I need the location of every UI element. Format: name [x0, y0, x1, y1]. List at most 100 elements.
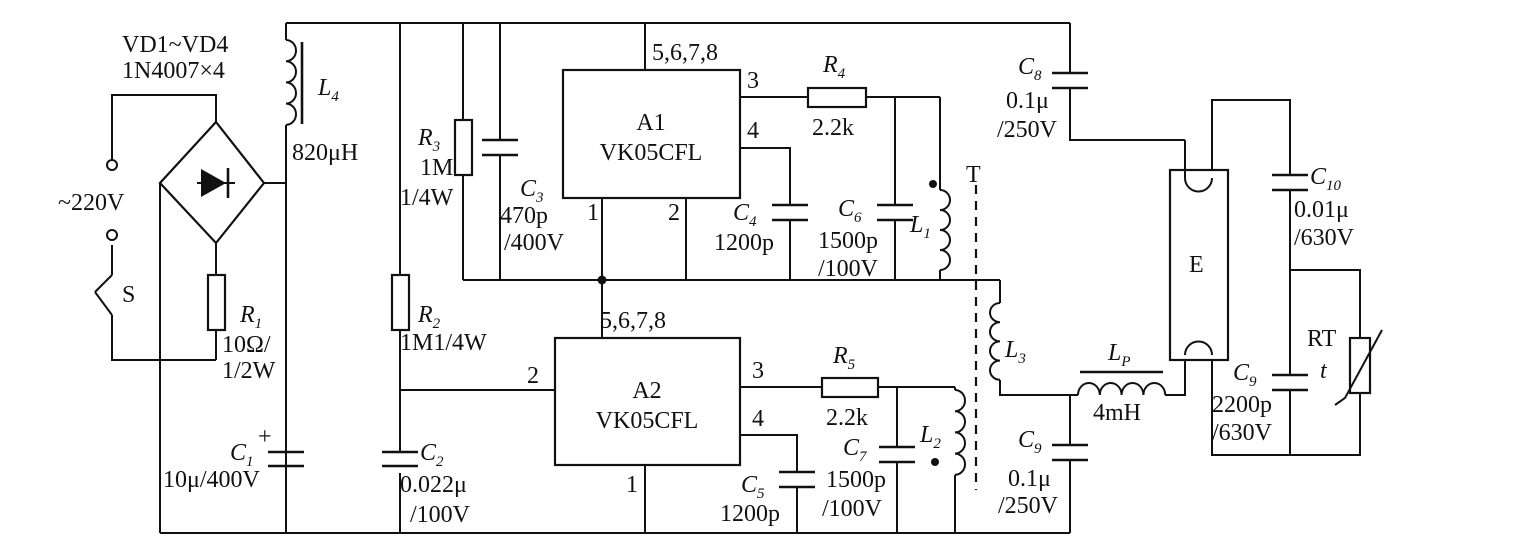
l4-value: 820μH — [292, 140, 358, 166]
ic-a1: A1 VK05CFL 5,6,7,8 1 2 3 4 — [561, 40, 759, 226]
c2-value1: 0.022μ — [400, 472, 467, 498]
resistor-r5: R5 2.2k — [820, 343, 880, 431]
ic-a2: A2 VK05CFL 5,6,7,8 2 1 3 4 — [527, 308, 764, 498]
lamp-name: E — [1189, 252, 1204, 278]
diode-icon — [201, 169, 226, 197]
inductor-lp: LP 4mH — [1077, 340, 1167, 426]
c9b-value2: /630V — [1212, 420, 1273, 446]
c2-value2: /100V — [410, 502, 471, 528]
resistor-r3: R3 1M 1/4W — [400, 118, 474, 211]
a2-pins-top: 5,6,7,8 — [600, 308, 666, 334]
inductor-l3: L3 — [989, 302, 1026, 381]
r1-name: R1 — [239, 302, 262, 332]
lamp-filament-top — [1184, 177, 1213, 193]
l3-name: L3 — [1004, 337, 1026, 367]
switch-label: S — [122, 282, 135, 308]
c5-name: C5 — [741, 472, 765, 502]
capacitor-c4: C4 1200p — [714, 200, 808, 256]
c2-name: C2 — [420, 440, 444, 470]
thermistor-rt: RT t — [1307, 326, 1383, 406]
c10-value1: 0.01μ — [1294, 197, 1349, 223]
bridge-rectifier: VD1~VD4 1N4007×4 — [122, 32, 266, 245]
lamp-e: E — [1168, 140, 1230, 362]
a2-pin3: 3 — [752, 358, 764, 384]
c4-value: 1200p — [714, 230, 774, 256]
t-name: T — [966, 162, 981, 188]
c10-name: C10 — [1310, 164, 1342, 194]
capacitor-c2: C2 0.022μ /100V — [382, 440, 471, 528]
r2-name: R2 — [417, 302, 441, 332]
c9-name: C9 — [1018, 427, 1042, 457]
l2-dot — [931, 458, 939, 466]
l1-name: L1 — [909, 212, 931, 242]
r2-value: 1M1/4W — [400, 330, 487, 356]
ac-source: ~220V S — [58, 159, 135, 316]
c9b-name: C9 — [1233, 360, 1257, 390]
capacitor-c1: + C1 10μ/400V — [163, 424, 304, 533]
capacitor-c5: C5 1200p — [720, 470, 815, 527]
l2-name: L2 — [919, 422, 941, 452]
resistor-r2: R2 1M1/4W — [390, 273, 487, 356]
lp-value: 4mH — [1093, 400, 1141, 426]
c8-name: C8 — [1018, 54, 1042, 84]
junction-dot — [597, 275, 607, 285]
c8-value1: 0.1μ — [1006, 88, 1049, 114]
a1-pin1: 1 — [587, 200, 599, 226]
l4-name: L4 — [317, 75, 339, 105]
r3-value2: 1/4W — [400, 185, 454, 211]
terminal-bottom — [106, 229, 118, 241]
c7-name: C7 — [843, 435, 868, 465]
capacitor-c9-right: C9 2200p /630V — [1212, 360, 1308, 446]
a2-part: VK05CFL — [596, 408, 699, 434]
r3-value1: 1M — [420, 155, 453, 181]
capacitor-c10: C10 0.01μ /630V — [1272, 164, 1355, 251]
a1-name: A1 — [636, 110, 665, 136]
capacitor-c7: C7 1500p /100V — [822, 435, 915, 522]
inductor-l2: L2 — [919, 389, 966, 476]
a1-pins-top: 5,6,7,8 — [652, 40, 718, 66]
capacitor-c9-left: C9 0.1μ /250V — [998, 427, 1088, 519]
c9b-value1: 2200p — [1212, 392, 1272, 418]
rt-name: RT — [1307, 326, 1337, 352]
c10-value2: /630V — [1294, 225, 1355, 251]
bridge-designator: VD1~VD4 — [122, 32, 228, 58]
capacitor-c8: C8 0.1μ /250V — [997, 54, 1088, 143]
switch-contact — [94, 291, 113, 316]
a1-pin2: 2 — [668, 200, 680, 226]
inductor-l4: L4 820μH — [285, 39, 358, 166]
r4-name: R4 — [822, 52, 846, 82]
r3-name: R3 — [417, 125, 440, 155]
a1-pin4: 4 — [747, 118, 759, 144]
r1-value1: 10Ω/ — [222, 332, 271, 358]
resistor-r4: R4 2.2k — [806, 52, 868, 141]
c4-name: C4 — [733, 200, 757, 230]
c1-polarity: + — [258, 424, 272, 450]
transformer-t: T — [966, 162, 981, 490]
rt-diagonal — [1334, 329, 1383, 406]
inductor-l1: L1 — [909, 180, 951, 271]
c6-value2: /100V — [818, 256, 879, 282]
capacitor-c3: C3 470p /400V — [482, 138, 565, 256]
c1-name: C1 — [230, 440, 254, 470]
a2-name: A2 — [632, 378, 661, 404]
r5-value: 2.2k — [826, 405, 868, 431]
c7-value2: /100V — [822, 496, 883, 522]
a1-part: VK05CFL — [600, 140, 703, 166]
c5-value: 1200p — [720, 501, 780, 527]
c1-value: 10μ/400V — [163, 467, 261, 493]
c6-value1: 1500p — [818, 228, 878, 254]
c3-name: C3 — [520, 176, 544, 206]
r4-value: 2.2k — [812, 115, 854, 141]
c9-value1: 0.1μ — [1008, 466, 1051, 492]
capacitor-c6: C6 1500p /100V — [818, 196, 913, 282]
c8-value2: /250V — [997, 117, 1058, 143]
r5-name: R5 — [832, 343, 856, 373]
a1-pin3: 3 — [747, 68, 759, 94]
source-label: ~220V — [58, 190, 125, 216]
terminal-top — [106, 159, 118, 171]
r1-value2: 1/2W — [222, 358, 276, 384]
lamp-filament-bottom — [1184, 340, 1213, 356]
switch-blade — [94, 274, 113, 293]
rt-symbol: t — [1320, 358, 1328, 384]
